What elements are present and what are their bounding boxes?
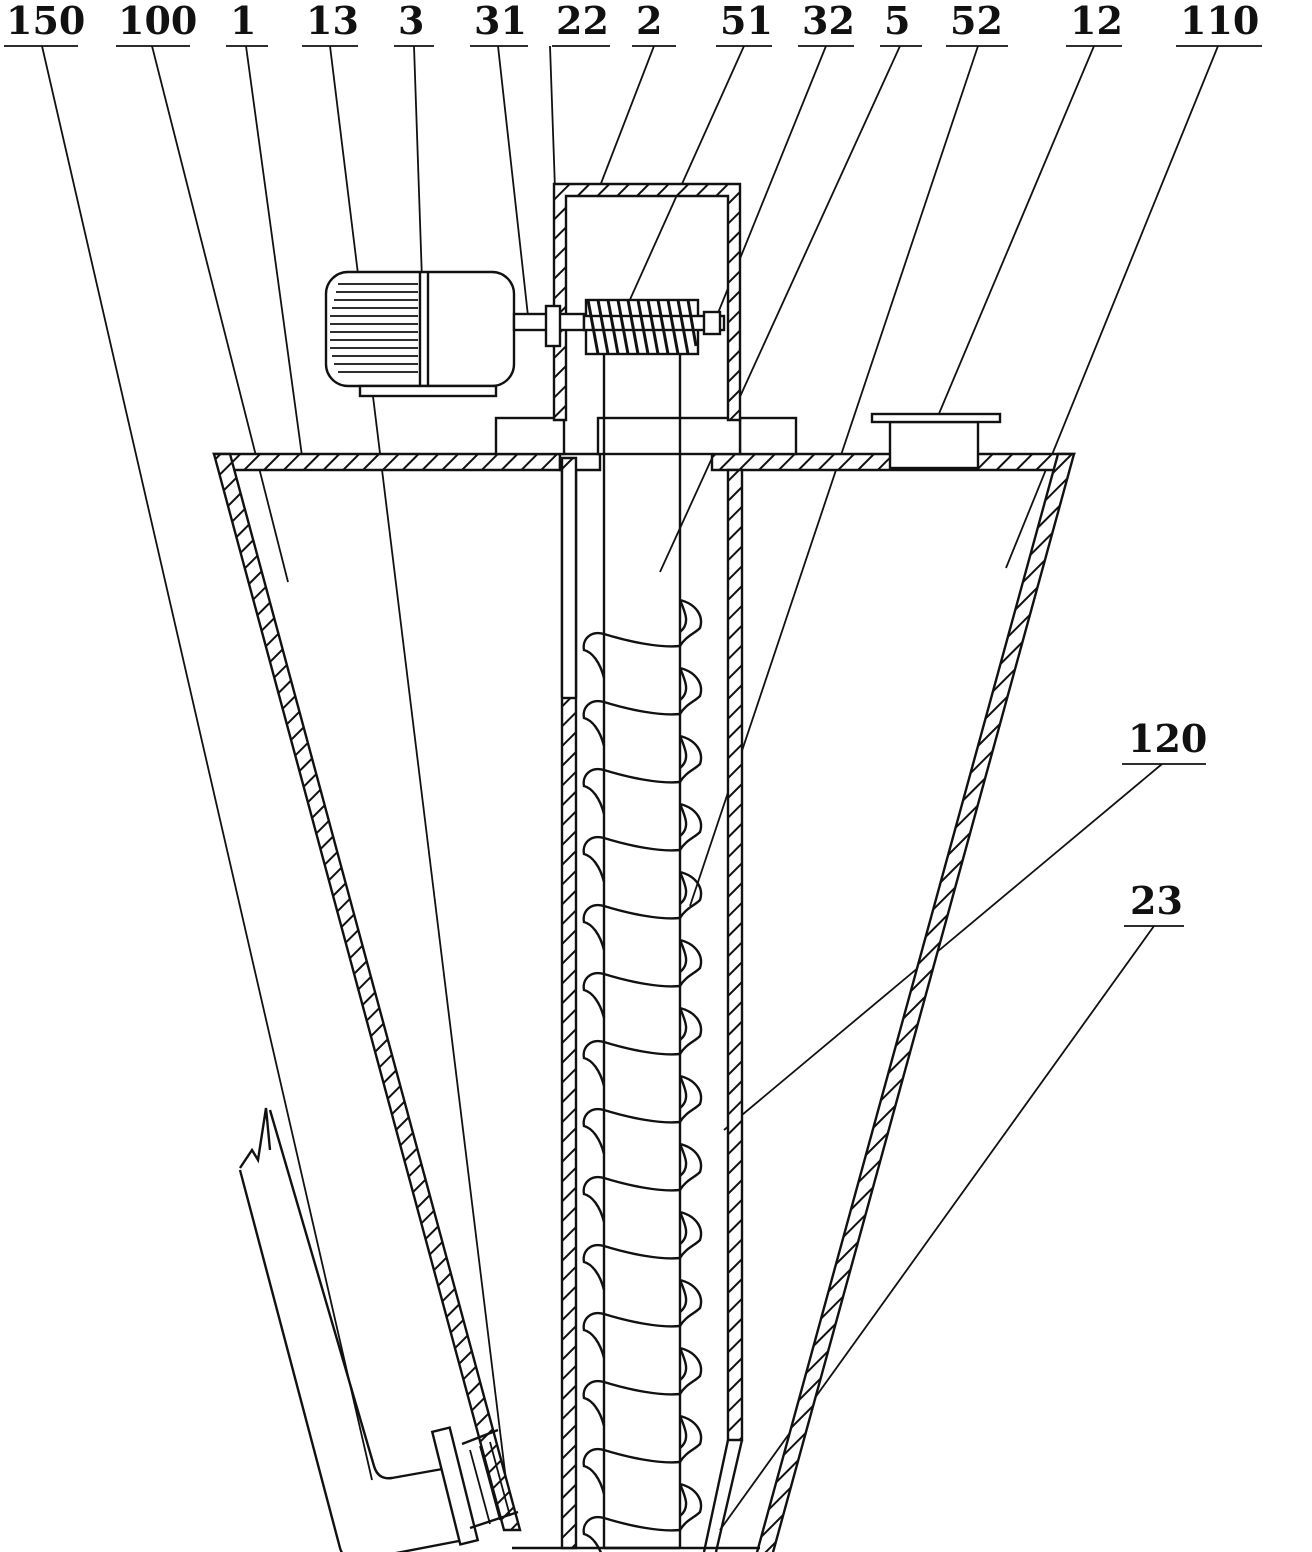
mounting-base [494, 416, 798, 456]
label-110: 110 [1180, 0, 1259, 43]
shaft-coupling [544, 304, 562, 348]
leader-3 [413, 45, 423, 281]
label-51: 51 [720, 0, 773, 43]
label-150: 150 [6, 0, 85, 43]
flight-right-lobe [678, 1482, 703, 1531]
label-100: 100 [118, 0, 197, 43]
flight-left-lobe [582, 1311, 681, 1359]
label-2: 2 [636, 0, 662, 43]
label-31: 31 [474, 0, 527, 43]
label-3: 3 [398, 0, 424, 43]
motor [324, 270, 586, 398]
screw-shaft [602, 354, 682, 1550]
label-13: 13 [306, 0, 359, 43]
motor-foot [358, 384, 498, 398]
worm-gear [582, 298, 726, 356]
screw-flights [582, 598, 703, 1552]
flight-left-lobe [582, 1107, 681, 1155]
flight-left-lobe [582, 903, 681, 951]
label-12: 12 [1070, 0, 1123, 43]
leader-1 [245, 45, 303, 457]
flight-left-lobe [582, 1039, 681, 1087]
discharge-deflector [702, 1439, 744, 1552]
flight-right-lobe [678, 1074, 703, 1123]
flight-right-lobe [678, 938, 703, 987]
flight-right-lobe [678, 1210, 703, 1259]
label-52: 52 [950, 0, 1003, 43]
flight-left-lobe [582, 1175, 681, 1223]
left-cone-wall [212, 452, 522, 1532]
flight-left-lobe [582, 1447, 681, 1495]
leader-12 [937, 45, 1095, 417]
tube-left-wall [560, 456, 578, 1550]
upper-housing [552, 182, 742, 422]
flight-right-lobe [678, 734, 703, 783]
leader-lines [41, 45, 1219, 1531]
pipe-flange [430, 1426, 480, 1546]
inlet-flange [870, 412, 1002, 424]
label-23: 23 [1130, 878, 1183, 923]
leader-150 [41, 45, 373, 1481]
leader-51 [627, 45, 745, 305]
flight-right-lobe [678, 802, 703, 851]
base-block-center [596, 416, 742, 456]
flight-right-lobe [678, 666, 703, 715]
pipe-upper-edge [268, 1109, 449, 1480]
inlet-neck [888, 420, 980, 470]
label-120: 120 [1128, 716, 1207, 761]
discharge-pipe [238, 1107, 519, 1552]
flight-left-lobe [582, 835, 681, 883]
flight-left-lobe [582, 631, 681, 679]
flight-right-lobe [678, 870, 703, 919]
label-22: 22 [556, 0, 609, 43]
housing-outer [552, 182, 742, 422]
tube-right-wall [726, 468, 744, 1442]
leader-2 [599, 45, 655, 187]
leader-13 [329, 45, 507, 1481]
flight-right-lobe [678, 598, 703, 647]
flight-left-lobe [582, 1379, 681, 1427]
right-cone-wall [755, 452, 1076, 1552]
leader-31 [497, 45, 529, 317]
leader-120 [723, 763, 1163, 1131]
conveyor-tube [560, 456, 744, 1552]
leader-5 [659, 45, 901, 573]
flight-right-lobe [678, 1278, 703, 1327]
label-32: 32 [802, 0, 855, 43]
label-underlines [4, 45, 1262, 927]
reference-numerals: 150 100 1 13 3 31 22 2 51 32 5 52 12 110… [4, 0, 1262, 927]
bearing-block [702, 310, 722, 336]
flight-right-lobe [678, 1006, 703, 1055]
label-5: 5 [884, 0, 910, 43]
leader-23 [719, 925, 1155, 1531]
feed-inlet [870, 412, 1002, 470]
base-block-right [738, 416, 798, 456]
pipe-break [239, 1107, 272, 1169]
leader-100 [151, 45, 289, 583]
flight-left-lobe [582, 767, 681, 815]
worm-teeth [586, 299, 698, 355]
base-block-left [494, 416, 566, 456]
flight-left-lobe [582, 1515, 681, 1552]
label-1: 1 [230, 0, 256, 43]
flight-left-lobe [582, 1243, 681, 1291]
flight-right-lobe [678, 1414, 703, 1463]
flight-right-lobe [678, 1142, 703, 1191]
motor-fins [330, 283, 418, 373]
flight-left-lobe [582, 699, 681, 747]
flight-left-lobe [582, 971, 681, 1019]
leader-110 [1005, 45, 1219, 569]
pipe-lower-edge [238, 1169, 465, 1552]
flight-right-lobe [678, 1346, 703, 1395]
top-plate [212, 452, 562, 472]
hopper-body [212, 452, 1076, 1552]
